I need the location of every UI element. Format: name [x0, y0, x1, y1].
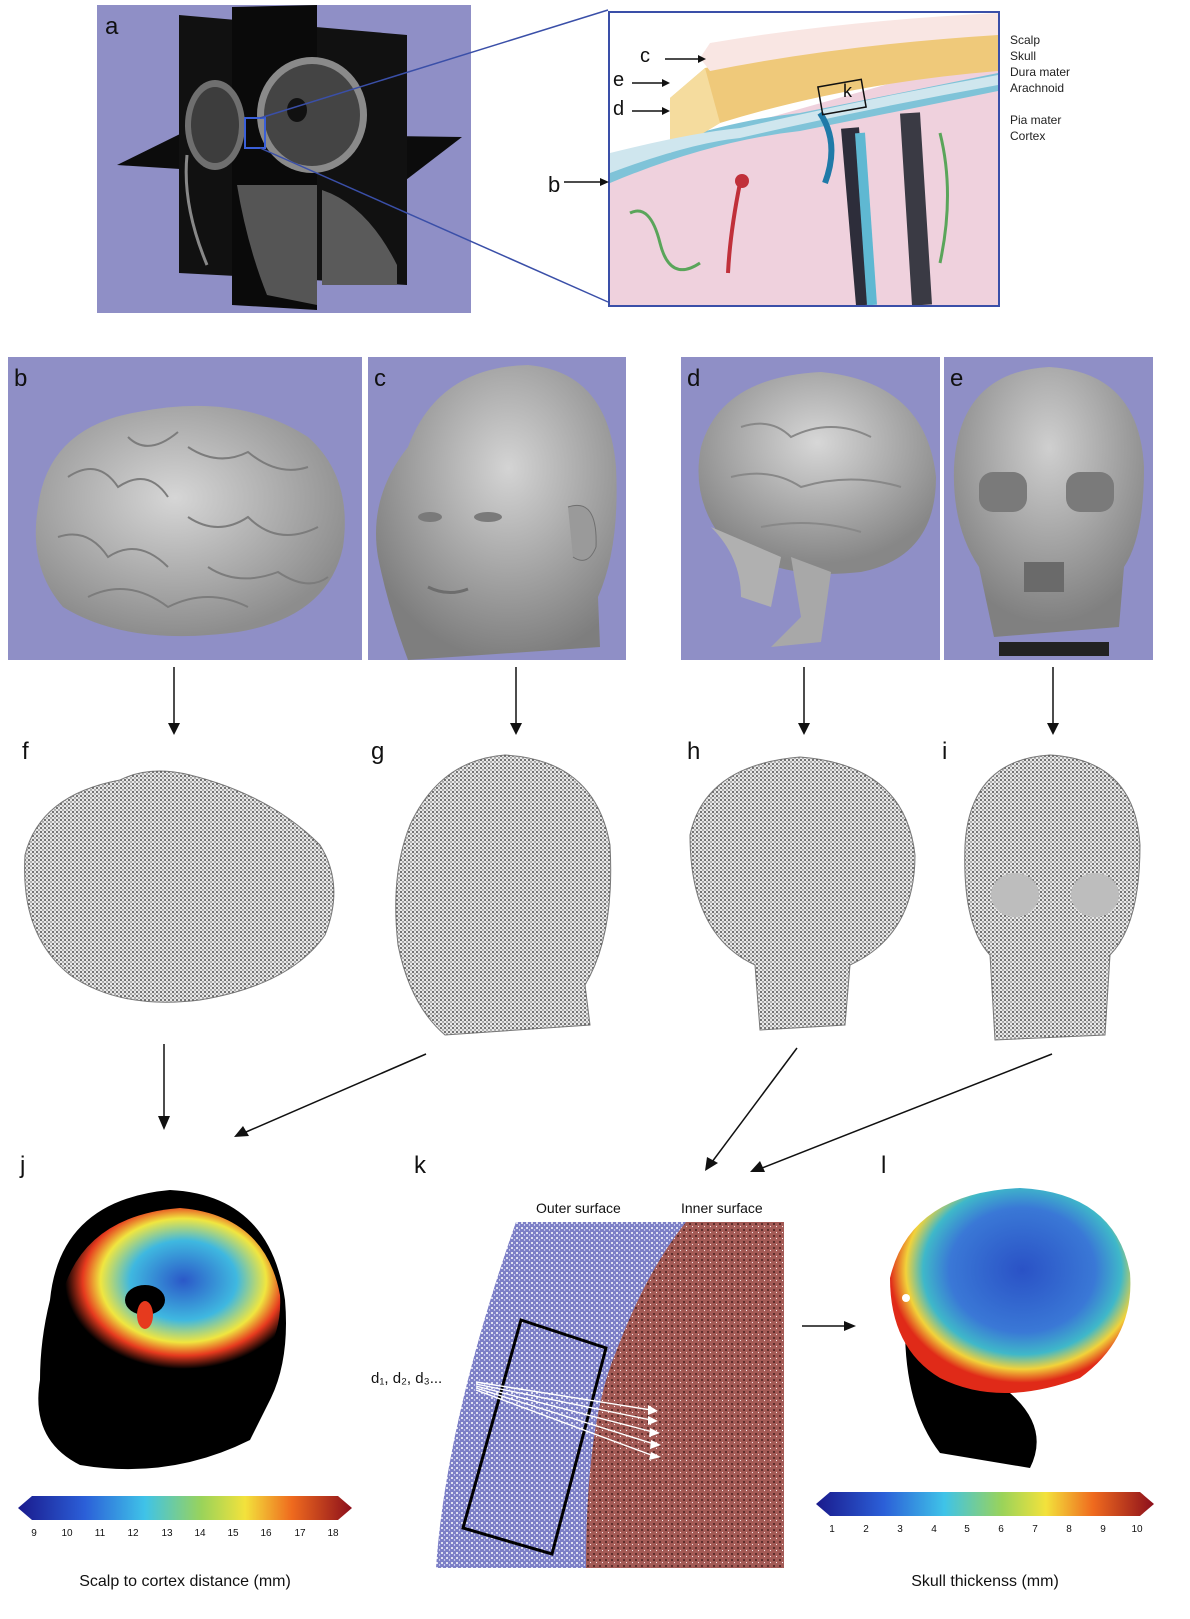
panel-b-brain-surface: b: [8, 357, 362, 660]
pointcloud-g-head: [396, 755, 611, 1035]
skull-thickness-pointcloud-zoom: [436, 1222, 784, 1568]
panel-label-l: l: [881, 1152, 886, 1180]
inset-arrow-label-c: c: [640, 45, 650, 68]
point-cloud-row: [0, 735, 1190, 1045]
tick-label: 9: [1100, 1524, 1106, 1535]
inset-arrow-label-e: e: [613, 69, 624, 92]
tick-label: 3: [897, 1524, 903, 1535]
skull-thickness-map: [880, 1178, 1150, 1478]
panel-label-j: j: [20, 1152, 25, 1180]
tick-label: 7: [1032, 1524, 1038, 1535]
skull-3d-render: [944, 357, 1153, 660]
layer-label-cortex: Cortex: [1010, 129, 1045, 143]
tick-label: 14: [194, 1528, 205, 1539]
tick-label: 10: [1131, 1524, 1142, 1535]
tick-label: 15: [227, 1528, 238, 1539]
tick-label: 10: [61, 1528, 72, 1539]
colorbar-left-title: Scalp to cortex distance (mm): [18, 1573, 352, 1591]
layer-label-skull: Skull: [1010, 49, 1036, 63]
layer-label-arachnoid: Arachnoid: [1010, 81, 1064, 95]
panel-label-h: h: [687, 738, 700, 766]
meninges-inset-illustration: c e d k: [608, 11, 1000, 307]
distance-vectors-label: d₁, d₂, d₃...: [371, 1370, 442, 1387]
panel-label-g: g: [371, 738, 384, 766]
panel-label-i: i: [942, 738, 947, 766]
inner-skull-3d-render: [681, 357, 940, 660]
panel-d-inner-skull-surface: d: [681, 357, 940, 660]
colorbar-right-title: Skull thickenss (mm): [816, 1573, 1154, 1591]
tick-label: 4: [931, 1524, 937, 1535]
tick-label: 2: [863, 1524, 869, 1535]
arrow-k-to-l-icon: [800, 1318, 860, 1334]
panel-c-scalp-surface: c: [368, 357, 626, 660]
outer-surface-label: Outer surface: [536, 1200, 621, 1216]
panel-e-skull-surface: e: [944, 357, 1153, 660]
tick-label: 13: [161, 1528, 172, 1539]
inset-box-label-k: k: [843, 81, 852, 102]
panel-label-f: f: [22, 738, 29, 766]
panel-label-d: d: [687, 365, 700, 393]
pointcloud-to-analysis-arrows: [0, 1040, 1190, 1180]
layer-label-dura: Dura mater: [1010, 65, 1070, 79]
tick-label: 11: [95, 1528, 105, 1539]
inset-arrow-b-icon: [562, 175, 612, 189]
head-3d-render: [368, 357, 626, 660]
tick-label: 8: [1066, 1524, 1072, 1535]
inset-arrow-label-d: d: [613, 98, 624, 121]
tick-label: 5: [964, 1524, 970, 1535]
tick-label: 1: [829, 1524, 835, 1535]
brain-3d-render: [8, 357, 362, 660]
panel-label-c: c: [374, 365, 386, 393]
colorbar-scalp-cortex: [18, 1494, 352, 1528]
tick-label: 18: [327, 1528, 338, 1539]
meninges-cross-section-drawing: [610, 13, 998, 305]
surface-to-pointcloud-arrows: [0, 665, 1190, 740]
inset-arrow-label-b: b: [548, 172, 560, 198]
tick-label: 9: [31, 1528, 37, 1539]
inner-surface-label: Inner surface: [681, 1200, 763, 1216]
tick-label: 6: [998, 1524, 1004, 1535]
panel-label-b: b: [14, 365, 27, 393]
panel-label-a: a: [105, 13, 118, 41]
layer-label-scalp: Scalp: [1010, 33, 1040, 47]
tick-label: 16: [260, 1528, 271, 1539]
zoom-connector-lines: [240, 8, 620, 308]
panel-label-k: k: [414, 1152, 426, 1180]
colorbar-skull-thickness: [816, 1490, 1154, 1524]
tick-label: 17: [294, 1528, 305, 1539]
layer-label-pia: Pia mater: [1010, 113, 1061, 127]
panel-label-e: e: [950, 365, 963, 393]
pointcloud-f-brain: [25, 771, 334, 1002]
tick-label: 12: [127, 1528, 138, 1539]
scalp-cortex-distance-map: [20, 1180, 320, 1480]
pointcloud-h-inner-skull: [690, 757, 915, 1030]
